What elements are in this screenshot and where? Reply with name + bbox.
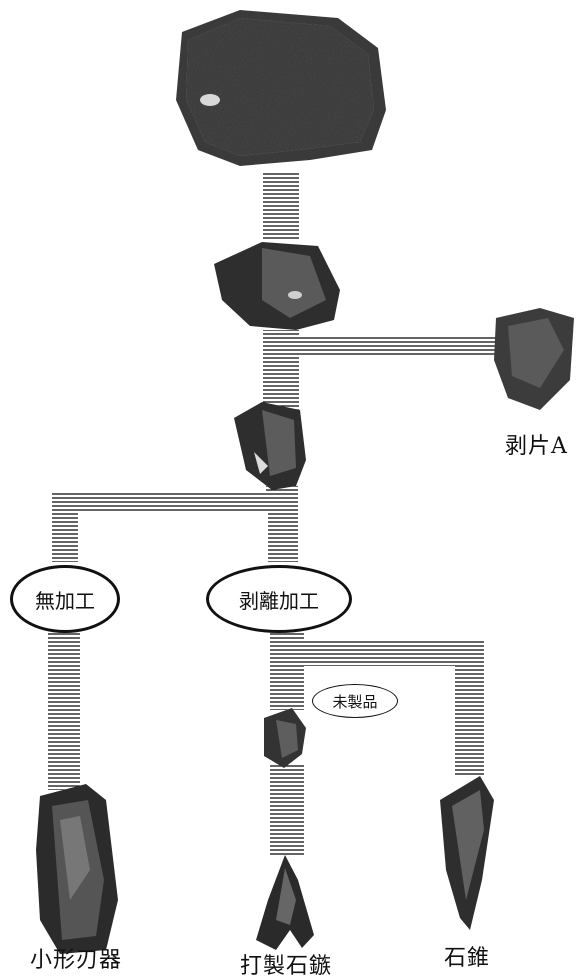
flake-a-stone (494, 308, 574, 410)
label-drill: 石錐 (444, 946, 491, 971)
obsidian-core-stone (176, 10, 386, 166)
connector-no-processing-down (48, 632, 80, 790)
label-flake-a: 剥片A (505, 434, 568, 459)
label-arrowhead: 打製石鏃 (240, 954, 333, 979)
node-flake-processing: 剥離加工 (206, 565, 352, 633)
connector-processing-down (270, 632, 304, 710)
drill-stone (440, 776, 494, 930)
connector-core-to-flake1 (263, 172, 299, 240)
arrowhead-stone (256, 855, 314, 950)
node-unfinished: 未製品 (312, 684, 398, 718)
label-small-blade: 小形刃器 (30, 948, 123, 973)
connector-drill-down (455, 666, 484, 776)
unfinished-stone (264, 708, 306, 768)
label-flake-processing: 剥離加工 (239, 588, 319, 613)
connector-split-horizontal (52, 492, 298, 512)
label-no-processing: 無加工 (35, 588, 95, 613)
flake-stone-2 (234, 402, 306, 490)
flake-stone-1 (214, 242, 340, 330)
small-blade-stone (36, 784, 118, 954)
node-no-processing: 無加工 (10, 565, 120, 633)
connector-to-drill-horizontal (304, 640, 484, 666)
label-unfinished: 未製品 (332, 692, 378, 711)
connector-to-flake-a (299, 336, 499, 356)
connector-flake2-down (266, 486, 298, 494)
connector-left-down (52, 512, 78, 562)
connector-right-down (268, 512, 298, 562)
connector-unfinished-to-arrowhead (270, 765, 304, 855)
